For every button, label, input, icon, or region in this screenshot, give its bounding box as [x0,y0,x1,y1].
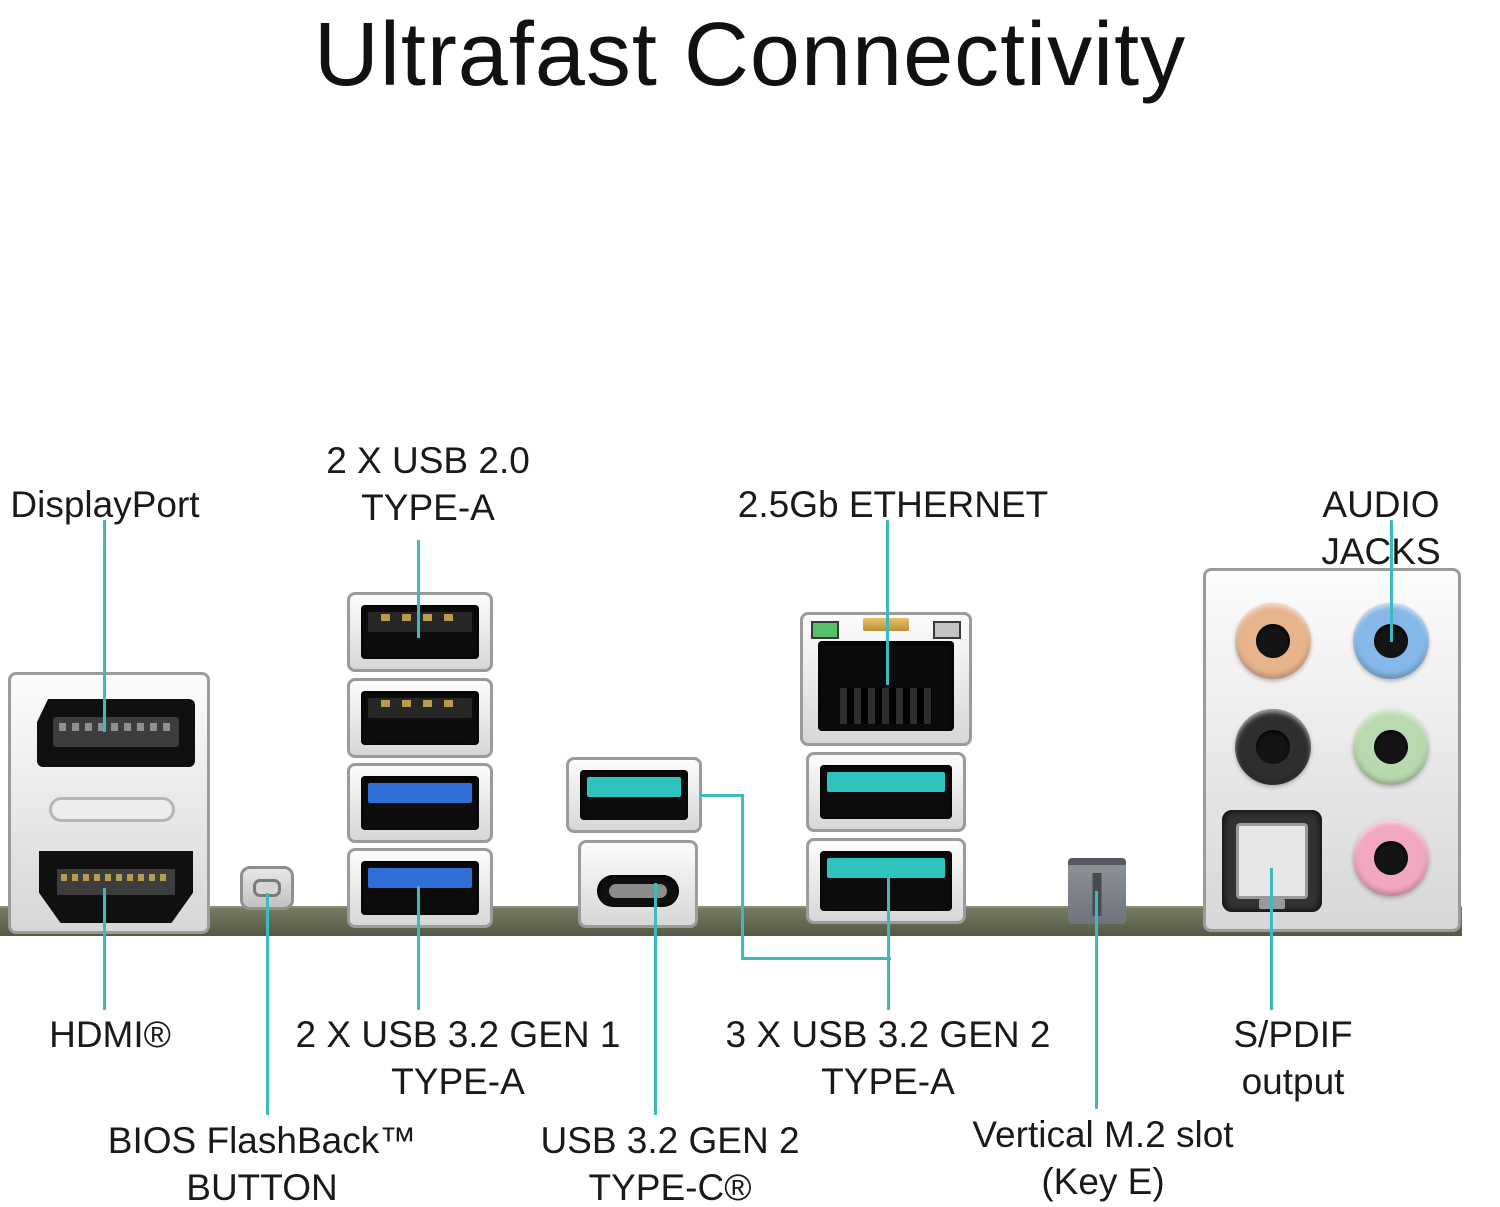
audio-jack-orange [1235,603,1311,679]
displayport-pins [53,717,179,747]
leader-line-usb32-gen2-a [700,794,744,797]
ethernet-led-amber [933,621,961,639]
label-usb32-gen2-c: USB 3.2 GEN 2 TYPE-C® [540,1120,800,1207]
usb-typec-port [578,840,698,928]
usb3-gen2-port-1 [566,757,702,833]
label-usb20: 2 X USB 2.0 TYPE-A [326,440,530,528]
leader-line-spdif [1270,868,1273,1010]
label-spdif: S/PDIF output [1233,1014,1353,1102]
usb3-gen2-port-2 [806,752,966,832]
label-ethernet: 2.5Gb ETHERNET [737,484,1049,525]
usb3-gen1-port-2 [347,848,493,928]
leader-line-displayport [103,520,106,732]
label-displayport: DisplayPort [10,484,200,525]
leader-line-usb20 [417,540,420,638]
audio-jack-black [1235,709,1311,785]
bracket-slot [49,797,175,822]
label-bios-flashback: BIOS FlashBack™ BUTTON [107,1120,417,1207]
hdmi-pins [57,869,175,895]
video-port-bracket [8,672,210,934]
leader-line-usb32-gen2-b [741,794,744,960]
usb-typec-opening [597,875,679,907]
usb2-port-1 [347,592,493,672]
label-m2-slot: Vertical M.2 slot (Key E) [972,1114,1234,1202]
label-hdmi: HDMI® [49,1014,171,1055]
page-title: Ultrafast Connectivity [313,5,1187,105]
ethernet-led-green [811,621,839,639]
leader-line-usb32-gen2-d [887,876,890,1010]
audio-jack-green [1353,709,1429,785]
leader-line-m2-slot [1095,891,1098,1109]
ethernet-opening [818,641,954,731]
label-usb32-gen1: 2 X USB 3.2 GEN 1 TYPE-A [295,1014,621,1102]
usb3-gen1-port-1 [347,763,493,843]
usb2-port-2 [347,678,493,758]
audio-jack-pink [1353,820,1429,896]
hdmi-port [39,851,193,923]
leader-line-ethernet [886,520,889,685]
leader-line-bios-flashback [266,893,269,1115]
leader-line-hdmi [103,888,106,1010]
label-audio-jacks: AUDIO JACKS [1321,484,1441,572]
leader-line-usb32-gen1 [417,886,420,1010]
displayport-port [37,699,195,767]
leader-line-usb32-gen2-c [741,957,891,960]
leader-line-audio-jacks [1390,520,1393,642]
leader-line-usb-typec [654,883,657,1115]
usb3-gen2-port-3 [806,838,966,924]
label-usb32-gen2-a: 3 X USB 3.2 GEN 2 TYPE-A [725,1014,1051,1102]
